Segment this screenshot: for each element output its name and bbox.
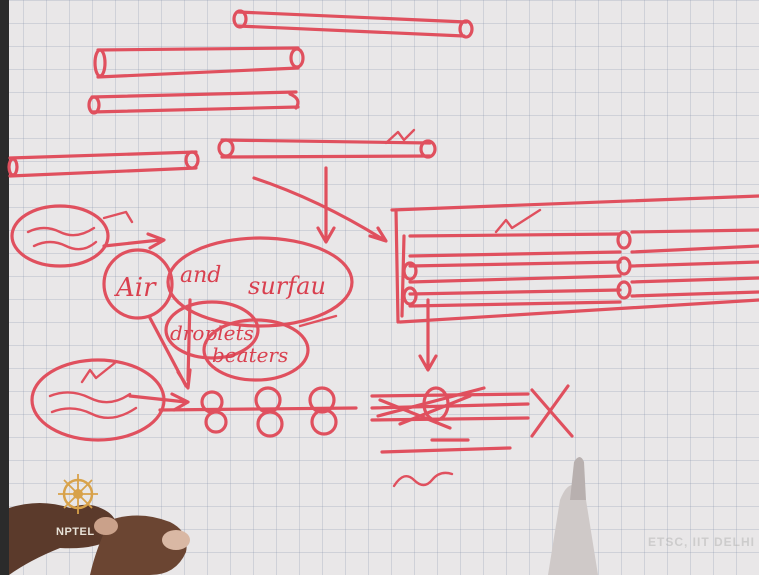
label-air: Air xyxy=(114,273,157,303)
arrow-down-center xyxy=(316,166,336,244)
fiber-top xyxy=(232,9,474,39)
arrow-blob-to-line xyxy=(128,392,190,412)
label-and: and xyxy=(180,263,221,288)
frame-edge xyxy=(0,0,9,575)
fiber-bundle xyxy=(390,194,759,324)
nptel-logo-label: NPTEL xyxy=(56,526,95,538)
fiber-upper-left-1 xyxy=(93,46,305,79)
crossed-out-fibers xyxy=(370,384,574,488)
droplets-ellipse xyxy=(164,300,260,360)
air-circle xyxy=(102,248,174,320)
etsc-watermark: ETSC, IIT DELHI xyxy=(647,535,755,549)
fiber-left xyxy=(7,150,200,178)
arrow-blob-to-air xyxy=(102,232,166,250)
arrow-to-bundle xyxy=(252,176,388,243)
fiber-upper-left-2 xyxy=(87,90,300,115)
nptel-emblem-icon xyxy=(58,474,98,514)
label-beaters: beaters xyxy=(212,343,288,367)
arrow-down-right xyxy=(418,298,438,372)
line-surface-down xyxy=(186,298,192,382)
presenter-hands xyxy=(9,457,598,575)
air-blob-bottom xyxy=(30,358,166,442)
label-surface: surfau xyxy=(248,272,326,300)
beaters-tail xyxy=(298,314,338,328)
nptel-logo xyxy=(52,468,114,544)
beaters-ellipse xyxy=(202,318,310,382)
fiber-cross-sections xyxy=(158,386,358,438)
air-blob-top xyxy=(10,204,134,268)
and-surface-ellipse xyxy=(166,236,354,328)
fiber-center xyxy=(217,128,437,159)
